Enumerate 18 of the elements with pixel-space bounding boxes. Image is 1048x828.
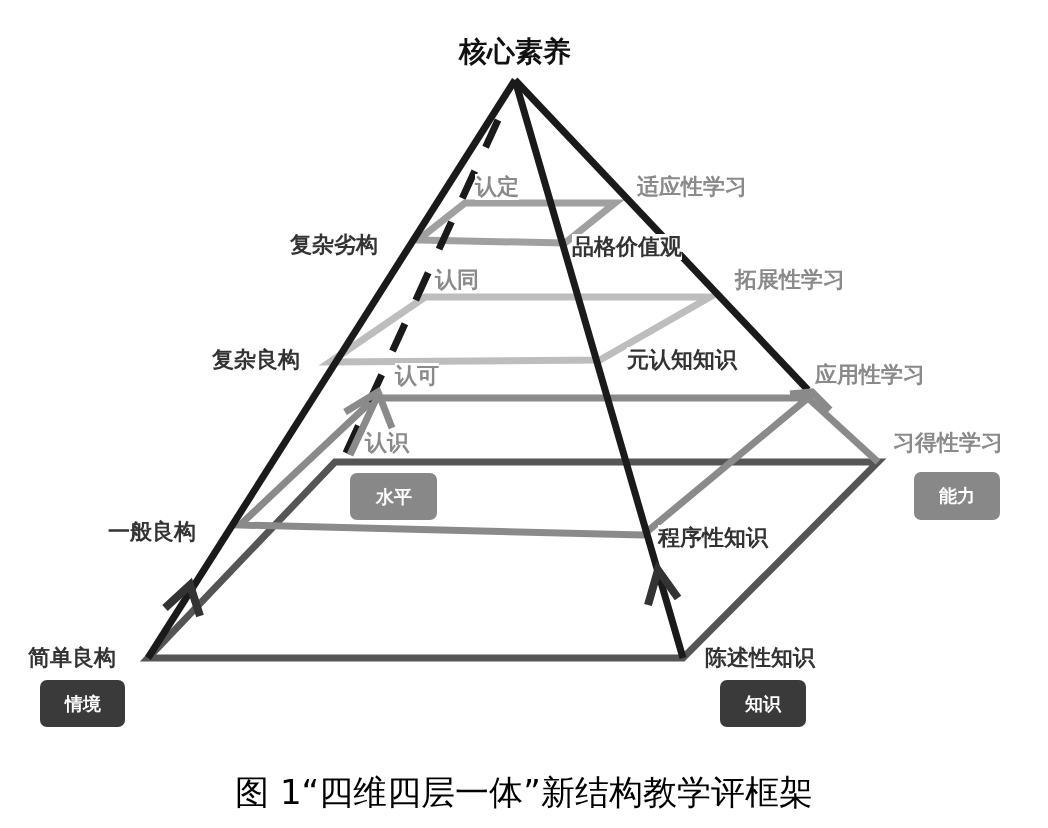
level-label: 认可 bbox=[395, 363, 439, 389]
level-label: 复杂良构 bbox=[212, 347, 300, 373]
dimension-box: 知识 bbox=[720, 680, 806, 727]
level-label: 元认知知识 bbox=[627, 347, 737, 373]
dimension-box: 情境 bbox=[40, 680, 125, 727]
level-label: 程序性知识 bbox=[658, 525, 768, 551]
figure-caption: 图 1“四维四层一体”新结构教学评框架 bbox=[234, 771, 814, 814]
dimension-box: 能力 bbox=[914, 472, 1000, 520]
dimension-box: 水平 bbox=[350, 473, 437, 520]
level-label: 适应性学习 bbox=[637, 174, 747, 200]
level-label: 习得性学习 bbox=[893, 430, 1003, 456]
level-label: 认定 bbox=[475, 174, 519, 200]
level-label: 一般良构 bbox=[108, 519, 196, 545]
level-label: 复杂劣构 bbox=[290, 232, 378, 258]
level-label: 应用性学习 bbox=[815, 362, 925, 388]
level-label: 拓展性学习 bbox=[735, 267, 845, 293]
level-label: 认同 bbox=[435, 267, 479, 293]
level-label: 品格价值观 bbox=[572, 234, 682, 260]
